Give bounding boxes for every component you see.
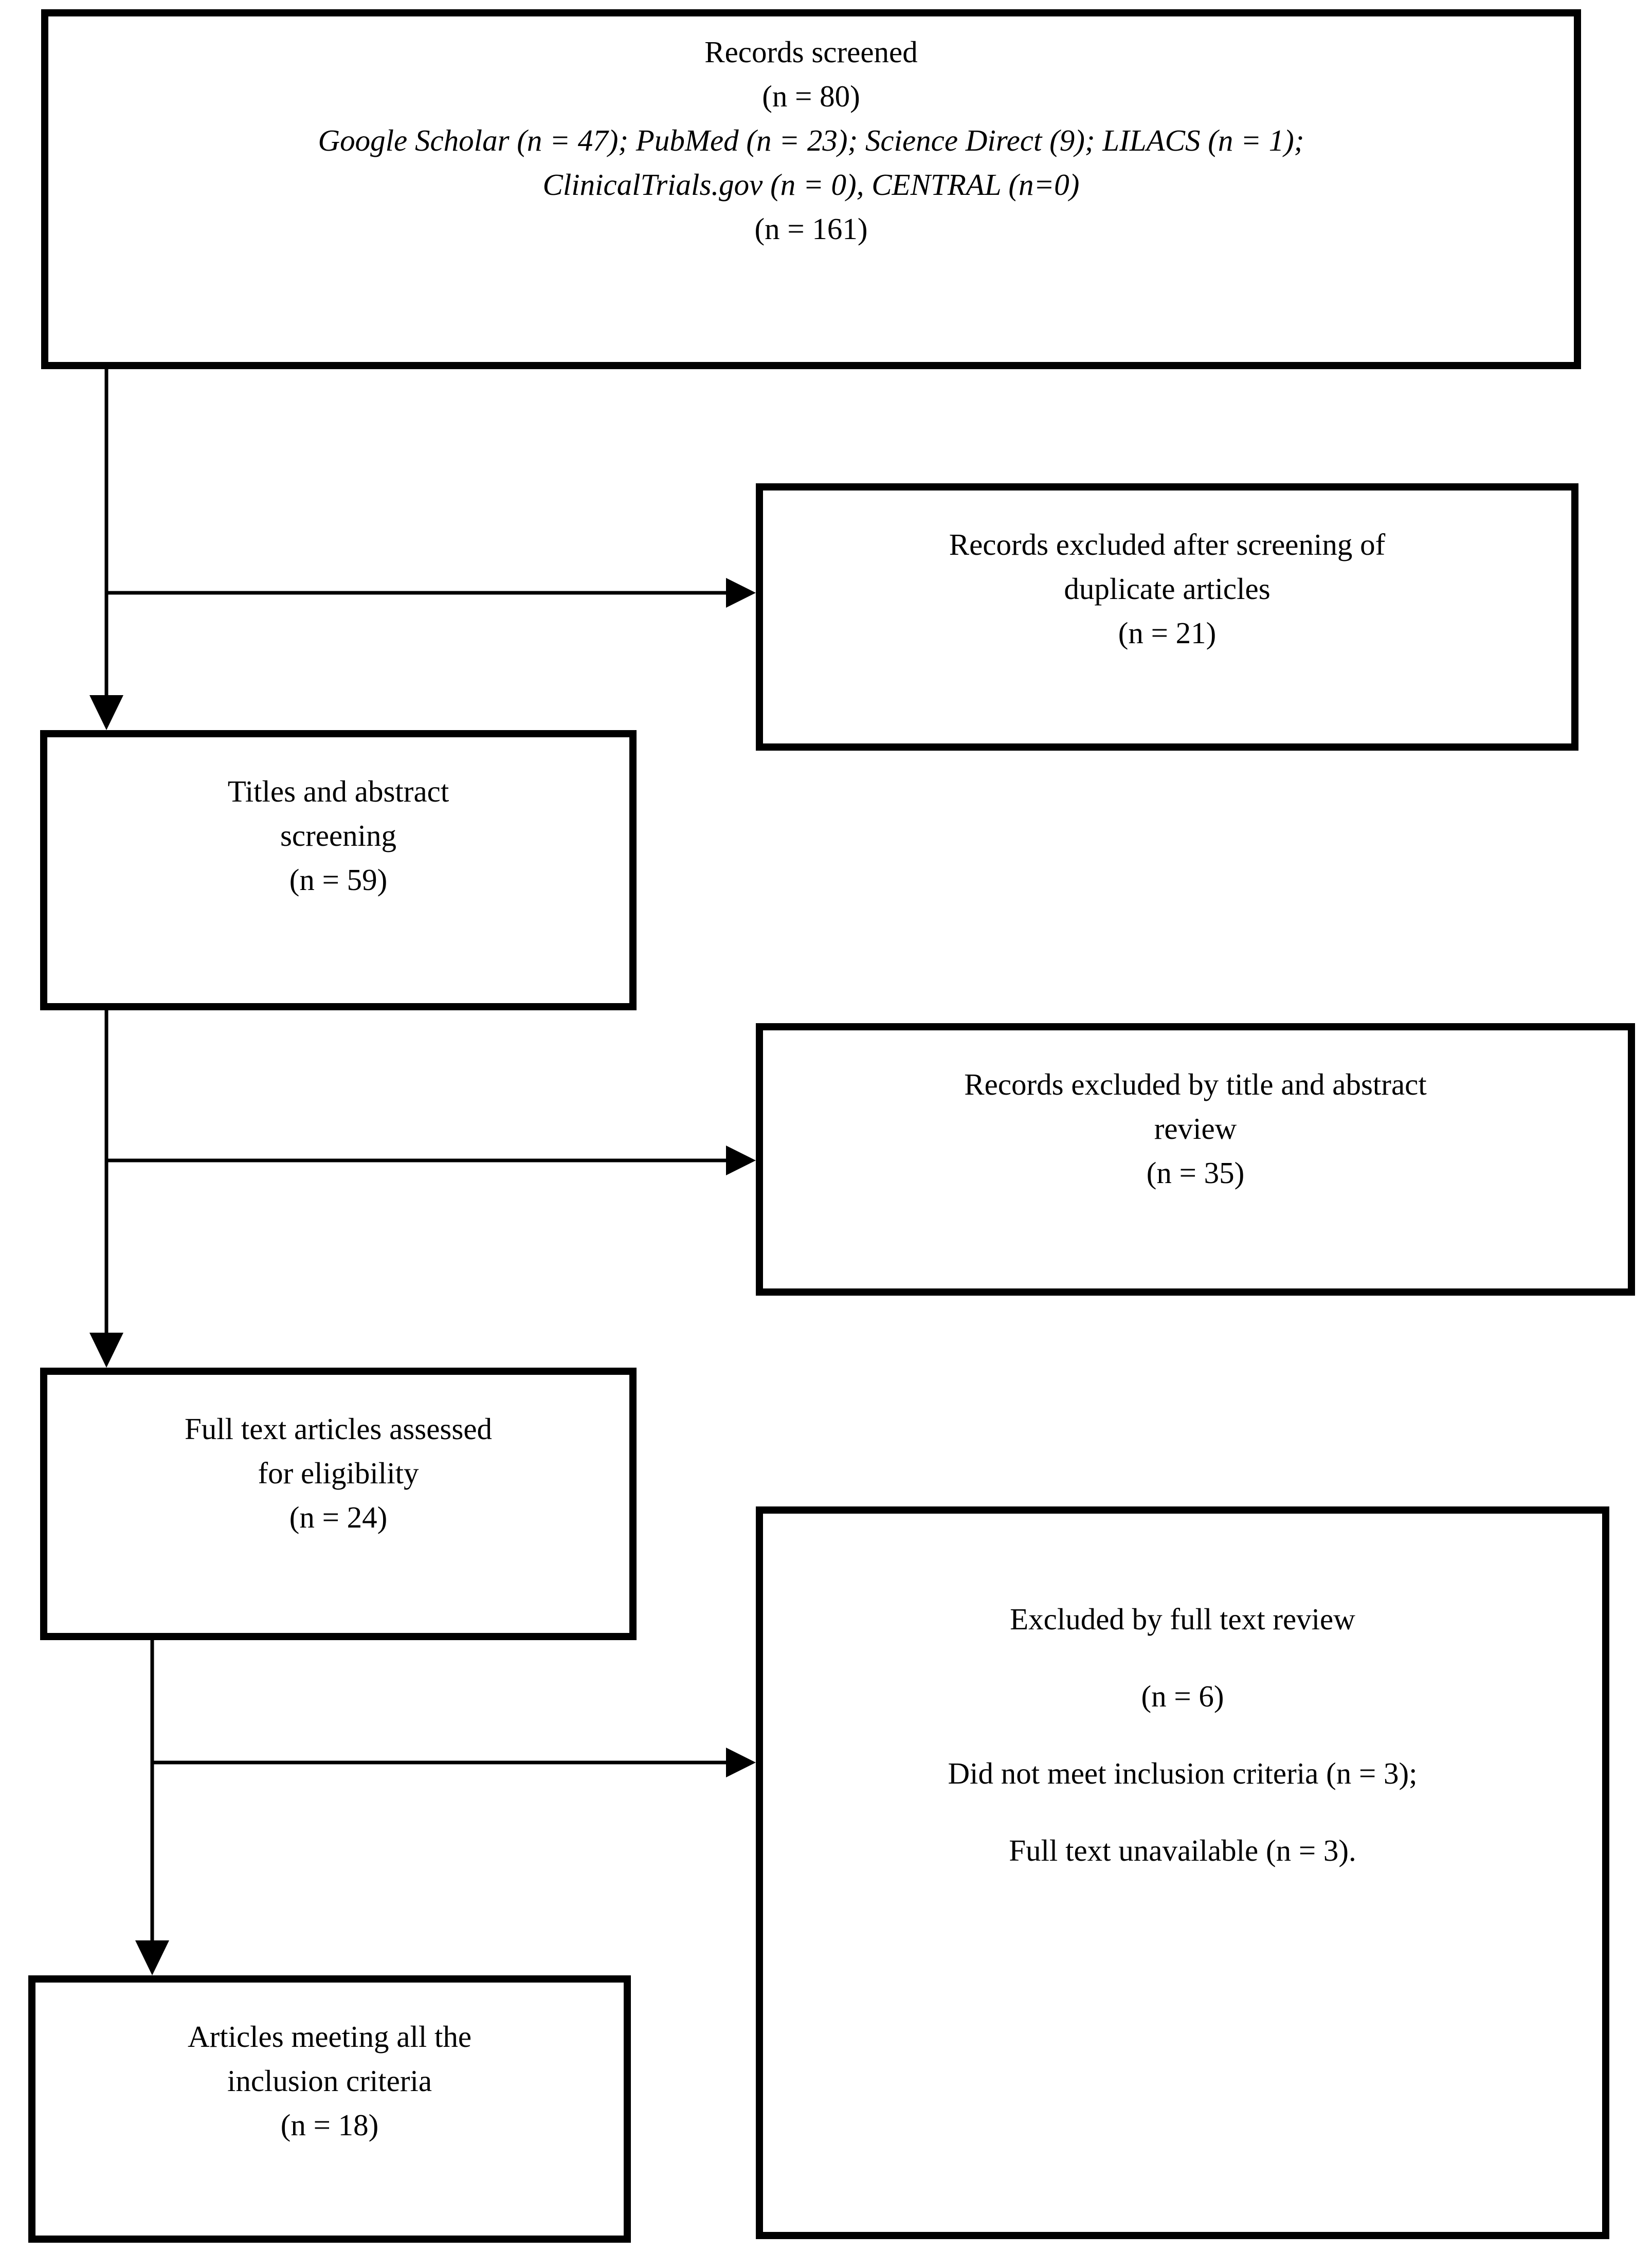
titles-abstract-screening-box: Titles and abstract screening (n = 59): [40, 730, 637, 1010]
excluded-ft-line-4: Full text unavailable (n = 3).: [1009, 1833, 1356, 1867]
articles-included-line-3: (n = 18): [280, 2108, 379, 2142]
excluded-duplicates-line-2: duplicate articles: [1064, 572, 1270, 606]
fulltext-assessed-line-1: Full text articles assessed: [184, 1412, 493, 1446]
records-screened-line-2: (n = 80): [762, 79, 860, 113]
excluded-ft-line-3: Did not meet inclusion criteria (n = 3);: [948, 1756, 1418, 1790]
articles-included-line-2: inclusion criteria: [227, 2064, 432, 2098]
arrowhead-right-to-duplicates: [726, 578, 756, 608]
fulltext-assessed-line-2: for eligibility: [258, 1456, 419, 1490]
excluded-ta-line-1: Records excluded by title and abstract: [964, 1067, 1427, 1101]
arrowhead-down-to-fulltext: [89, 1333, 123, 1368]
titles-screening-line-2: screening: [280, 819, 397, 852]
titles-screening-line-1: Titles and abstract: [227, 774, 449, 808]
arrowhead-down-to-included: [135, 1940, 169, 1975]
arrowhead-down-to-titles: [89, 695, 123, 730]
excluded-duplicates-line-3: (n = 21): [1118, 616, 1217, 650]
articles-included-line-1: Articles meeting all the: [187, 2020, 472, 2054]
records-excluded-duplicates-box: Records excluded after screening of dupl…: [756, 483, 1578, 751]
full-text-assessed-box: Full text articles assessed for eligibil…: [40, 1368, 637, 1640]
records-screened-line-1: Records screened: [704, 35, 918, 69]
excluded-ta-line-3: (n = 35): [1146, 1156, 1245, 1190]
excluded-ta-line-2: review: [1154, 1112, 1237, 1146]
records-screened-line-3: Google Scholar (n = 47); PubMed (n = 23)…: [318, 123, 1304, 157]
excluded-ft-line-1: Excluded by full text review: [1010, 1602, 1355, 1636]
excluded-duplicates-line-1: Records excluded after screening of: [949, 528, 1386, 561]
records-excluded-title-abstract-box: Records excluded by title and abstract r…: [756, 1023, 1635, 1296]
arrowhead-right-to-excluded-ft: [726, 1748, 756, 1777]
arrowhead-right-to-excluded-ta: [726, 1146, 756, 1175]
records-screened-box: Records screened (n = 80) Google Scholar…: [41, 9, 1581, 369]
excluded-full-text-box: Excluded by full text review (n = 6) Did…: [756, 1506, 1609, 2239]
articles-included-box: Articles meeting all the inclusion crite…: [28, 1975, 631, 2243]
records-screened-line-5: (n = 161): [754, 212, 868, 246]
excluded-ft-line-2: (n = 6): [1141, 1679, 1224, 1713]
titles-screening-line-3: (n = 59): [289, 863, 388, 897]
records-screened-line-4: ClinicalTrials.gov (n = 0), CENTRAL (n=0…: [542, 168, 1080, 202]
fulltext-assessed-line-3: (n = 24): [289, 1500, 388, 1534]
